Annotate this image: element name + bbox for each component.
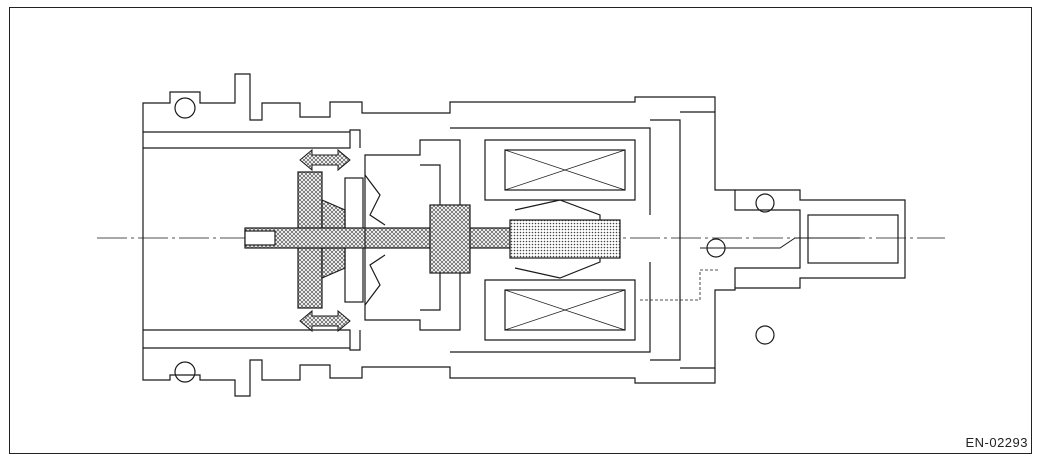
end-plate — [650, 119, 681, 361]
shaft-tip — [244, 230, 276, 246]
connector-body — [735, 189, 906, 289]
housing-bore — [143, 129, 361, 351]
spring-coil-bottom — [364, 254, 386, 306]
coil-winding-bottom — [504, 289, 626, 331]
movement-arrow-bottom — [299, 309, 351, 333]
movement-arrow-top — [299, 148, 351, 172]
armature-core — [509, 219, 621, 259]
spring-coil-top — [364, 174, 386, 226]
check-ball — [706, 238, 726, 258]
valve-shaft — [244, 227, 516, 249]
housing-outer-top — [142, 73, 716, 370]
connector-pin — [700, 237, 860, 249]
coil-x-top — [504, 149, 626, 191]
o-ring-right-bottom — [755, 325, 775, 345]
coil-x-bottom — [504, 289, 626, 331]
figure-frame — [9, 7, 1032, 454]
o-ring-right-top — [755, 193, 775, 213]
coil-housing — [450, 127, 651, 353]
coil-bobbin-bottom — [484, 279, 636, 341]
plunger-sleeve — [364, 139, 461, 331]
terminal-lead — [640, 269, 720, 301]
o-ring-bottom — [174, 361, 196, 383]
plunger-core — [429, 204, 471, 274]
housing-outer-bottom — [142, 359, 716, 397]
figure-code-label: EN-02293 — [965, 435, 1028, 450]
coil-bobbin-top — [484, 139, 636, 201]
coil-winding-top — [504, 149, 626, 191]
end-cap — [680, 111, 801, 369]
connector-socket — [807, 214, 899, 264]
o-ring-top — [174, 97, 196, 119]
